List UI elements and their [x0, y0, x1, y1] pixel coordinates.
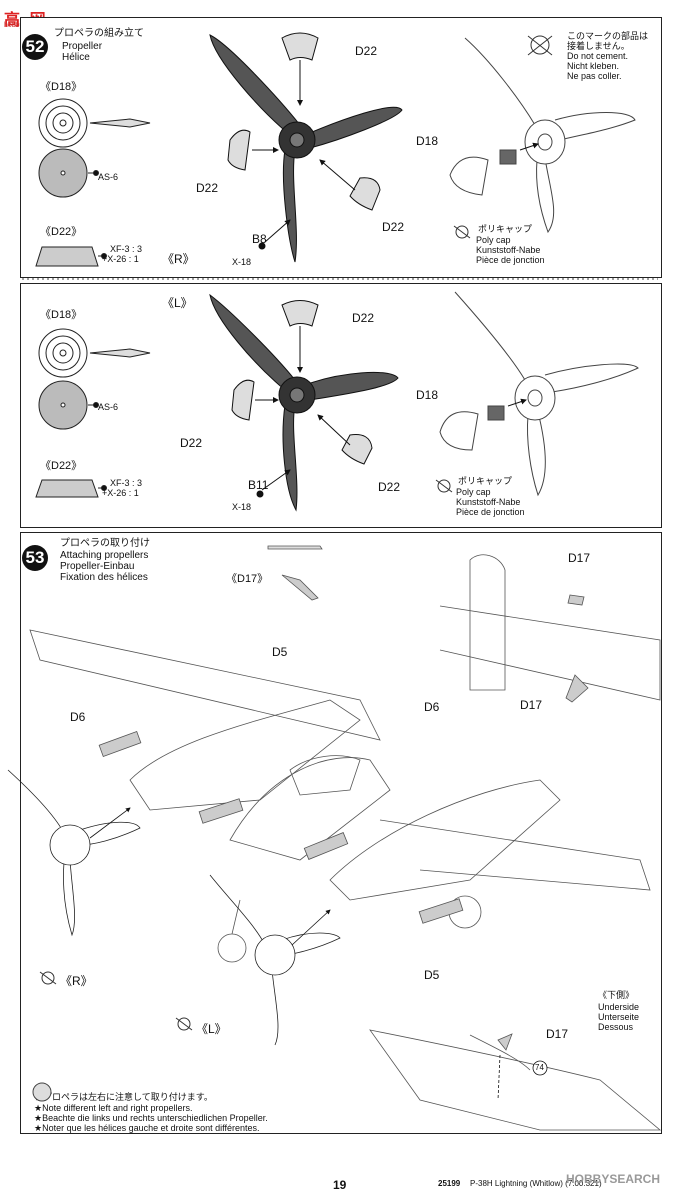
no-cement-icon-53-l: [175, 1017, 193, 1031]
part-d18-label: 《D18》: [40, 81, 83, 93]
label-d22-e: D22: [180, 436, 203, 450]
polycap-icon: [453, 225, 471, 239]
part-d18-painted-icon-b: [38, 380, 99, 430]
side-l-label: 《L》: [162, 296, 193, 310]
side-r-label-53: 《R》: [60, 974, 93, 988]
underside-fr: Dessous: [598, 1022, 634, 1032]
label-d6-b: D6: [424, 700, 440, 714]
label-d5-b: D5: [424, 968, 440, 982]
propeller-r-assembly-drawing: [449, 37, 636, 234]
label-d18-b: D18: [416, 388, 439, 402]
step-53-title-fr: Fixation des hélices: [60, 572, 148, 583]
underside-en: Underside: [598, 1002, 640, 1012]
paint-x26-label-b: +X-26 : 1: [102, 488, 139, 498]
part-d22-label-b: 《D22》: [40, 460, 83, 472]
polycap-en: Poly cap: [476, 235, 511, 245]
part-d22-icon-b: [35, 479, 107, 498]
footer-title: P-38H Lightning (Whitlow) (7.00.321): [470, 1179, 602, 1188]
polycap-de-b: Kunststoff-Nabe: [456, 497, 521, 507]
no-cement-en: Do not cement.: [567, 51, 629, 61]
step-53-title-jp: プロペラの取り付け: [60, 538, 150, 549]
note-icon: [32, 1082, 52, 1102]
no-cement-fr: Ne pas coller.: [567, 71, 622, 81]
footer-code: 25199: [438, 1179, 461, 1188]
polycap-icon-b: [435, 479, 453, 493]
label-x18: X-18: [232, 257, 252, 267]
label-x18-b: X-18: [232, 502, 252, 512]
label-d22-c: D22: [382, 220, 405, 234]
no-cement-de: Nicht kleben.: [567, 61, 620, 71]
ref-74-label: 74: [535, 1063, 544, 1072]
label-d5-a: D5: [272, 645, 288, 659]
no-cement-jp-2: 接着しません。: [567, 41, 630, 51]
no-cement-icon-53-r: [39, 971, 57, 985]
label-b8: B8: [252, 232, 267, 246]
note-de: ★Beachte die links und rechts unterschie…: [34, 1113, 268, 1123]
propeller-r-drawing: [209, 32, 403, 263]
underside-jp: 《下側》: [598, 990, 635, 1000]
polycap-fr: Pièce de jonction: [476, 255, 545, 265]
step-number-53: 53: [22, 545, 48, 571]
footer-watermark: HOBBYSEARCH: [566, 1172, 661, 1186]
paint-xf3-label-b: XF-3 : 3: [110, 478, 143, 488]
note-en: ★Note different left and right propeller…: [34, 1103, 193, 1113]
step-52b-panel: [20, 283, 662, 528]
paint-as6-label: AS-6: [98, 172, 119, 182]
no-cement-icon: [527, 35, 553, 56]
step-52-title-en: Propeller: [62, 41, 103, 52]
step-52-title-jp: プロペラの組み立て: [54, 28, 144, 39]
propeller-l-drawing: [209, 293, 399, 512]
polycap-jp-b: ポリキャップ: [458, 476, 513, 486]
underside-de: Unterseite: [598, 1012, 640, 1022]
side-r-label: 《R》: [162, 252, 195, 266]
step-number-52: 52: [22, 34, 48, 60]
label-d22-d: D22: [352, 311, 375, 325]
note-fr: ★Noter que les hélices gauche et droite …: [34, 1123, 260, 1133]
part-d22-icon: [35, 246, 107, 267]
label-d17-a: D17: [568, 551, 591, 565]
step-53-title-en: Attaching propellers: [60, 550, 149, 561]
propeller-l-assembly-drawing: [439, 291, 639, 497]
aircraft-drawing: [7, 545, 662, 1131]
polycap-en-b: Poly cap: [456, 487, 491, 497]
step-53-panel: [20, 532, 662, 1134]
label-d6-a: D6: [70, 710, 86, 724]
no-cement-jp-1: このマークの部品は: [567, 31, 649, 41]
step-53-title-de: Propeller-Einbau: [60, 561, 135, 572]
paint-xf3-label: XF-3 : 3: [110, 244, 143, 254]
paint-x26-label: +X-26 : 1: [102, 254, 139, 264]
label-d17-c: D17: [546, 1027, 569, 1041]
part-d18-icon-b: [38, 328, 151, 378]
polycap-jp: ポリキャップ: [478, 224, 533, 234]
label-d18: D18: [416, 134, 439, 148]
label-d22-f: D22: [378, 480, 401, 494]
label-d22-b: D22: [196, 181, 219, 195]
part-d17-label: 《D17》: [226, 573, 269, 585]
page-number: 19: [333, 1178, 347, 1192]
note-jp: ★プロペラは左右に注意して取り付けます。: [34, 1092, 213, 1102]
polycap-de: Kunststoff-Nabe: [476, 245, 541, 255]
side-l-label-53: 《L》: [196, 1022, 227, 1036]
polycap-fr-b: Pièce de jonction: [456, 507, 525, 517]
paint-as6-label-b: AS-6: [98, 402, 119, 412]
part-d18-icon: [38, 98, 151, 148]
part-d22-label: 《D22》: [40, 226, 83, 238]
label-d17-b: D17: [520, 698, 543, 712]
part-d18-painted-icon: [38, 148, 99, 198]
step-52-title-fr: Hélice: [62, 52, 90, 63]
part-d18-label-b: 《D18》: [40, 309, 83, 321]
label-d22-a: D22: [355, 44, 378, 58]
